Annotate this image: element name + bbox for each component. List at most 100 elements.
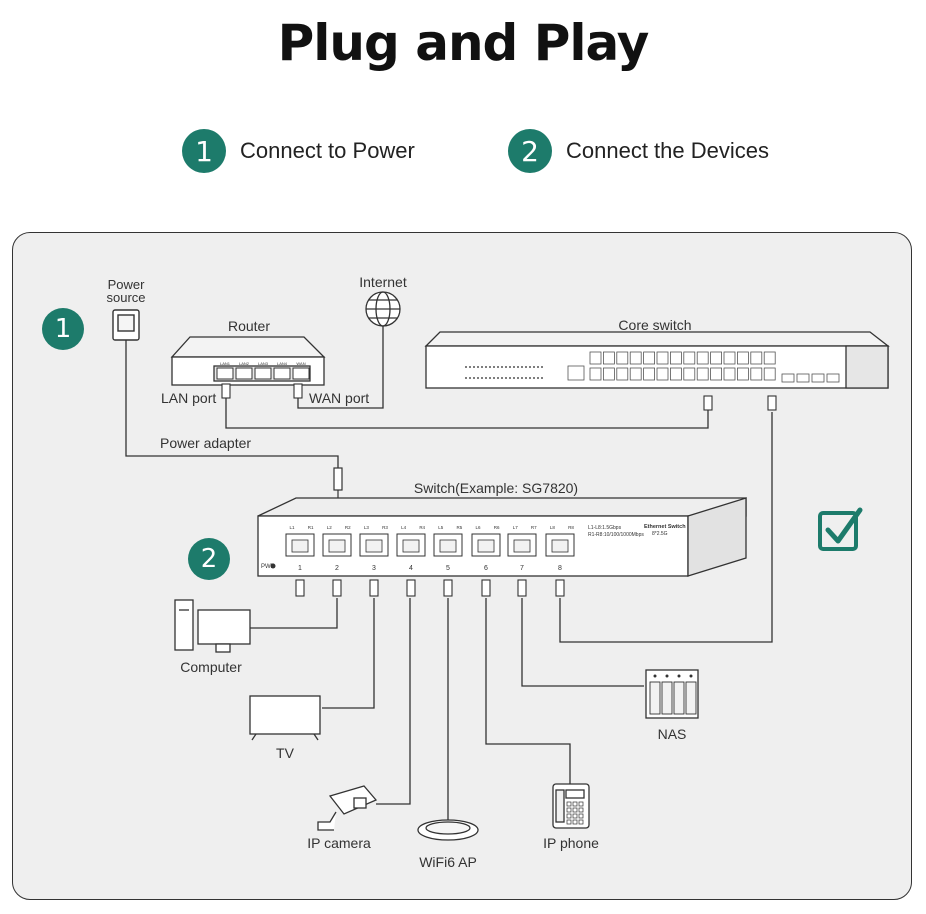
computer-cable bbox=[250, 598, 338, 629]
power-adapter-plug bbox=[333, 467, 343, 498]
core-led bbox=[517, 366, 519, 368]
switch-port-number: 1 bbox=[298, 565, 302, 572]
core-switch-port bbox=[616, 351, 629, 365]
core-switch-port bbox=[589, 351, 602, 365]
rj45-connector bbox=[443, 579, 453, 597]
core-led bbox=[529, 366, 531, 368]
phone-cable bbox=[485, 598, 571, 784]
core-led bbox=[509, 377, 511, 379]
ip-camera-icon bbox=[317, 785, 378, 831]
core-switch-port bbox=[710, 351, 722, 365]
switch-top-label: R3 bbox=[382, 525, 388, 530]
nas-led bbox=[653, 674, 657, 678]
phone-key bbox=[572, 819, 578, 825]
rj45-connector bbox=[481, 579, 491, 597]
core-switch-port bbox=[763, 351, 776, 365]
switch-top-label: R4 bbox=[419, 525, 425, 530]
router-port-label: WAN bbox=[296, 361, 305, 366]
switch-port-number: 5 bbox=[446, 565, 450, 572]
core-led bbox=[501, 366, 503, 368]
core-led bbox=[493, 366, 495, 368]
core-led bbox=[505, 377, 507, 379]
core-led bbox=[473, 366, 475, 368]
phone-key bbox=[578, 807, 584, 813]
nas-led bbox=[689, 674, 693, 678]
nas-bay bbox=[685, 681, 697, 715]
core-led bbox=[517, 377, 519, 379]
switch-port-jack bbox=[439, 539, 457, 553]
router-port bbox=[273, 367, 291, 380]
core-led bbox=[525, 377, 527, 379]
switch-port-jack bbox=[402, 539, 420, 553]
rj45-connector bbox=[332, 579, 342, 597]
switch-top-label: L1 bbox=[289, 525, 295, 530]
switch-top-label: R2 bbox=[345, 525, 351, 530]
switch-label: Switch(Example: SG7820) bbox=[413, 480, 579, 496]
core-switch-port bbox=[737, 367, 749, 381]
panel-step-2-badge: 2 bbox=[188, 538, 230, 580]
wifi-ap-label: WiFi6 AP bbox=[419, 854, 477, 870]
core-switch-port bbox=[737, 351, 749, 365]
core-switch-label: Core switch bbox=[618, 317, 692, 333]
step-1-badge: 1 bbox=[182, 129, 226, 173]
ip-phone-label: IP phone bbox=[543, 835, 599, 851]
switch-port-number: 6 bbox=[484, 565, 488, 572]
core-led bbox=[521, 366, 523, 368]
computer-icon bbox=[174, 599, 251, 653]
phone-key bbox=[578, 801, 584, 807]
core-switch-port bbox=[589, 367, 602, 381]
internet-cable bbox=[297, 326, 384, 409]
core-switch-port bbox=[750, 351, 763, 365]
nas-label: NAS bbox=[657, 726, 687, 742]
core-switch-port bbox=[696, 367, 709, 381]
core-led bbox=[497, 366, 499, 368]
phone-key bbox=[566, 819, 572, 825]
router-label: Router bbox=[227, 318, 271, 334]
core-switch-port bbox=[750, 367, 763, 381]
ip-camera-label: IP camera bbox=[307, 835, 371, 851]
core-switch-port bbox=[763, 367, 776, 381]
switch-top-label: R6 bbox=[494, 525, 500, 530]
switch-port-number: 8 bbox=[558, 565, 562, 572]
camera-cable bbox=[376, 598, 411, 805]
core-switch-port bbox=[616, 367, 629, 381]
switch-top-label: R5 bbox=[457, 525, 463, 530]
router-port-label: LAN1 bbox=[220, 361, 231, 366]
phone-key bbox=[566, 813, 572, 819]
switch-top-label: R1 bbox=[308, 525, 314, 530]
core-switch-port bbox=[643, 367, 655, 381]
switch-top-label: R8 bbox=[568, 525, 574, 530]
core-switch-port bbox=[629, 367, 642, 381]
rj45-connector bbox=[293, 383, 303, 399]
power-source-icon bbox=[112, 309, 140, 341]
core-led bbox=[465, 377, 467, 379]
core-sfp-port bbox=[826, 373, 840, 383]
switch-port-jack bbox=[513, 539, 531, 553]
core-led bbox=[485, 366, 487, 368]
core-led bbox=[525, 366, 527, 368]
core-switch-port bbox=[670, 351, 682, 365]
core-sfp-port bbox=[811, 373, 825, 383]
core-switch-port bbox=[643, 351, 655, 365]
core-switch-port bbox=[723, 367, 736, 381]
switch-top-label: L6 bbox=[475, 525, 481, 530]
rj45-connector bbox=[295, 579, 305, 597]
core-led bbox=[469, 366, 471, 368]
core-led bbox=[465, 366, 467, 368]
rj45-connector bbox=[767, 395, 777, 411]
nas-cable bbox=[521, 598, 644, 687]
core-led bbox=[489, 377, 491, 379]
core-led bbox=[477, 377, 479, 379]
router-port bbox=[292, 367, 310, 380]
switch-port-jack bbox=[291, 539, 309, 553]
router-port bbox=[235, 367, 253, 380]
switch-port-jack bbox=[328, 539, 346, 553]
core-led bbox=[489, 366, 491, 368]
switch-port-jack bbox=[365, 539, 383, 553]
core-switch-port bbox=[696, 351, 709, 365]
switch-legend-2: R1-R8:10/100/1000Mbps bbox=[588, 532, 644, 538]
switch-top-label: L7 bbox=[513, 525, 519, 530]
phone-key bbox=[572, 813, 578, 819]
core-led bbox=[497, 377, 499, 379]
panel-step-1-badge: 1 bbox=[42, 308, 84, 350]
